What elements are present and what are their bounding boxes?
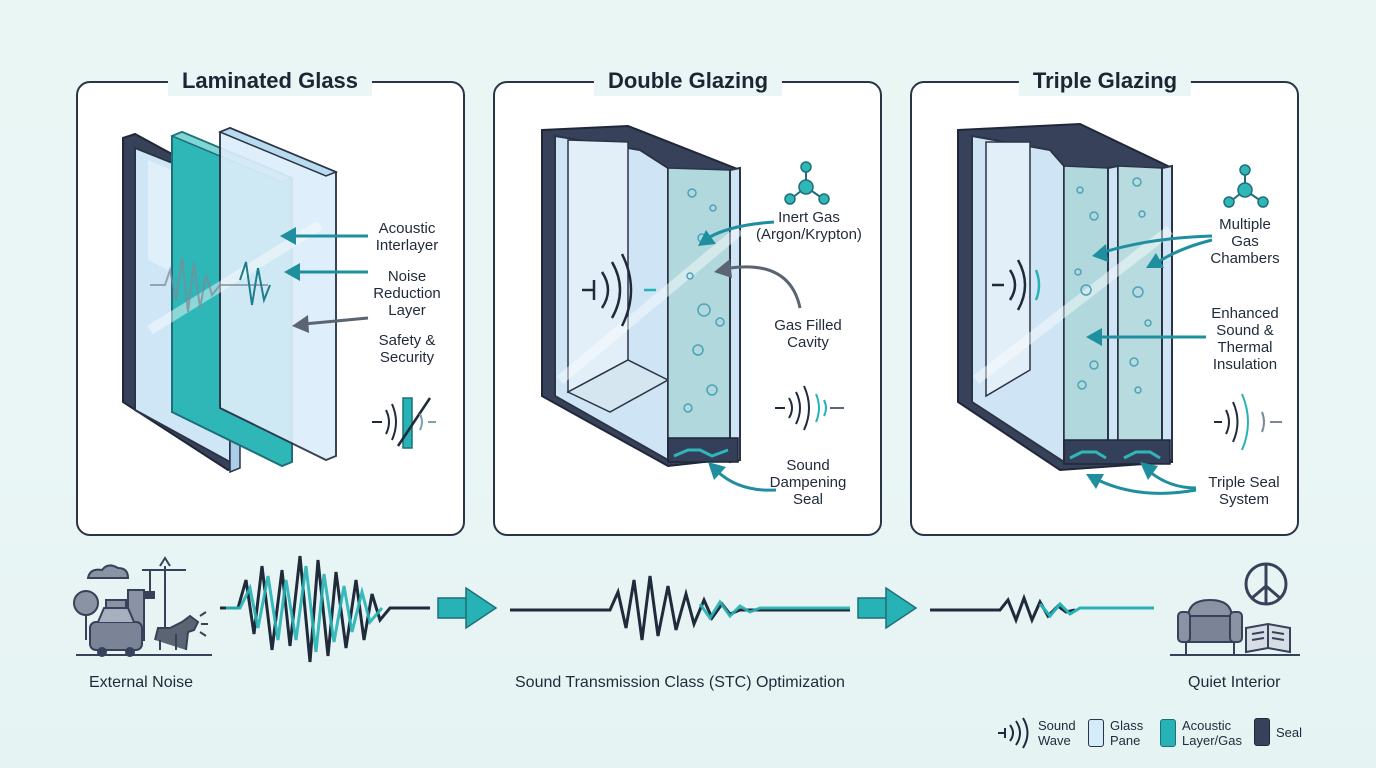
arrow-gas-chambers-1 xyxy=(1092,244,1108,262)
arrow-triple-seal-1 xyxy=(1086,474,1104,489)
gas-molecule-icon-triple xyxy=(1223,164,1269,208)
label-multiple-gas-chambers: Multiple Gas Chambers xyxy=(1210,216,1280,267)
arrow-enhanced-insulation xyxy=(1086,328,1102,346)
triple-glazing-title: Triple Glazing xyxy=(1018,66,1192,96)
label-triple-seal-system: Triple Seal System xyxy=(1208,474,1280,508)
stc-optimization-label: Sound Transmission Class (STC) Optimizat… xyxy=(515,674,845,691)
legend-sound-wave: Sound Wave xyxy=(996,717,1076,749)
blocked-sound-icon xyxy=(372,397,436,449)
arrow-safety-security xyxy=(292,315,309,333)
low-waveform xyxy=(930,593,1076,625)
label-sound-dampening-seal: Sound Dampening Seal xyxy=(769,457,847,508)
loud-waveform xyxy=(220,555,430,663)
sound-wave-icon xyxy=(998,717,1029,749)
glass-pane-swatch xyxy=(1088,719,1104,747)
label-enhanced-insulation: Enhanced Sound & Thermal Insulation xyxy=(1211,305,1279,373)
arrow-inert-gas xyxy=(698,230,716,246)
legend-glass-pane: Glass Pane xyxy=(1088,718,1143,748)
legend-acoustic-layer: Acoustic Layer/Gas xyxy=(1160,718,1242,748)
label-inert-gas: Inert Gas (Argon/Krypton) xyxy=(756,209,862,243)
quiet-interior-icon xyxy=(1170,562,1300,656)
external-noise-label: External Noise xyxy=(89,674,194,691)
acoustic-layer-swatch xyxy=(1160,719,1176,747)
faint-sound-icon xyxy=(1214,393,1282,451)
external-noise-icon xyxy=(73,556,212,657)
arrow-gas-chambers-2 xyxy=(1146,253,1164,268)
arrow-triple-seal-2 xyxy=(1140,462,1158,480)
quiet-interior-label: Quiet Interior xyxy=(1188,674,1281,691)
gas-molecule-icon xyxy=(784,161,830,205)
legend-seal: Seal xyxy=(1254,718,1302,746)
label-gas-filled-cavity: Gas Filled Cavity xyxy=(774,317,842,351)
arrow-dampening-seal xyxy=(708,462,726,480)
flow-arrow-1 xyxy=(437,597,469,619)
arrow-gas-filled-cavity xyxy=(714,259,732,278)
arrow-noise-reduction xyxy=(284,263,300,281)
label-acoustic-interlayer: Acoustic Interlayer xyxy=(375,220,439,254)
laminated-glass-title: Laminated Glass xyxy=(167,66,373,96)
arrow-acoustic-interlayer xyxy=(280,227,296,245)
legend-acoustic-layer-label: Acoustic Layer/Gas xyxy=(1182,718,1242,748)
double-back-pane xyxy=(729,166,741,464)
double-glazing-title: Double Glazing xyxy=(593,66,783,96)
reduced-sound-icon xyxy=(775,385,844,431)
label-noise-reduction-layer: Noise Reduction Layer xyxy=(373,268,441,319)
legend-glass-pane-label: Glass Pane xyxy=(1110,718,1144,748)
seal-swatch xyxy=(1254,718,1270,746)
flow-arrow-2 xyxy=(857,597,889,619)
label-safety-security: Safety & Security xyxy=(378,332,436,366)
legend-sound-wave-label: Sound Wave xyxy=(1038,718,1076,748)
legend-seal-label: Seal xyxy=(1276,724,1303,740)
